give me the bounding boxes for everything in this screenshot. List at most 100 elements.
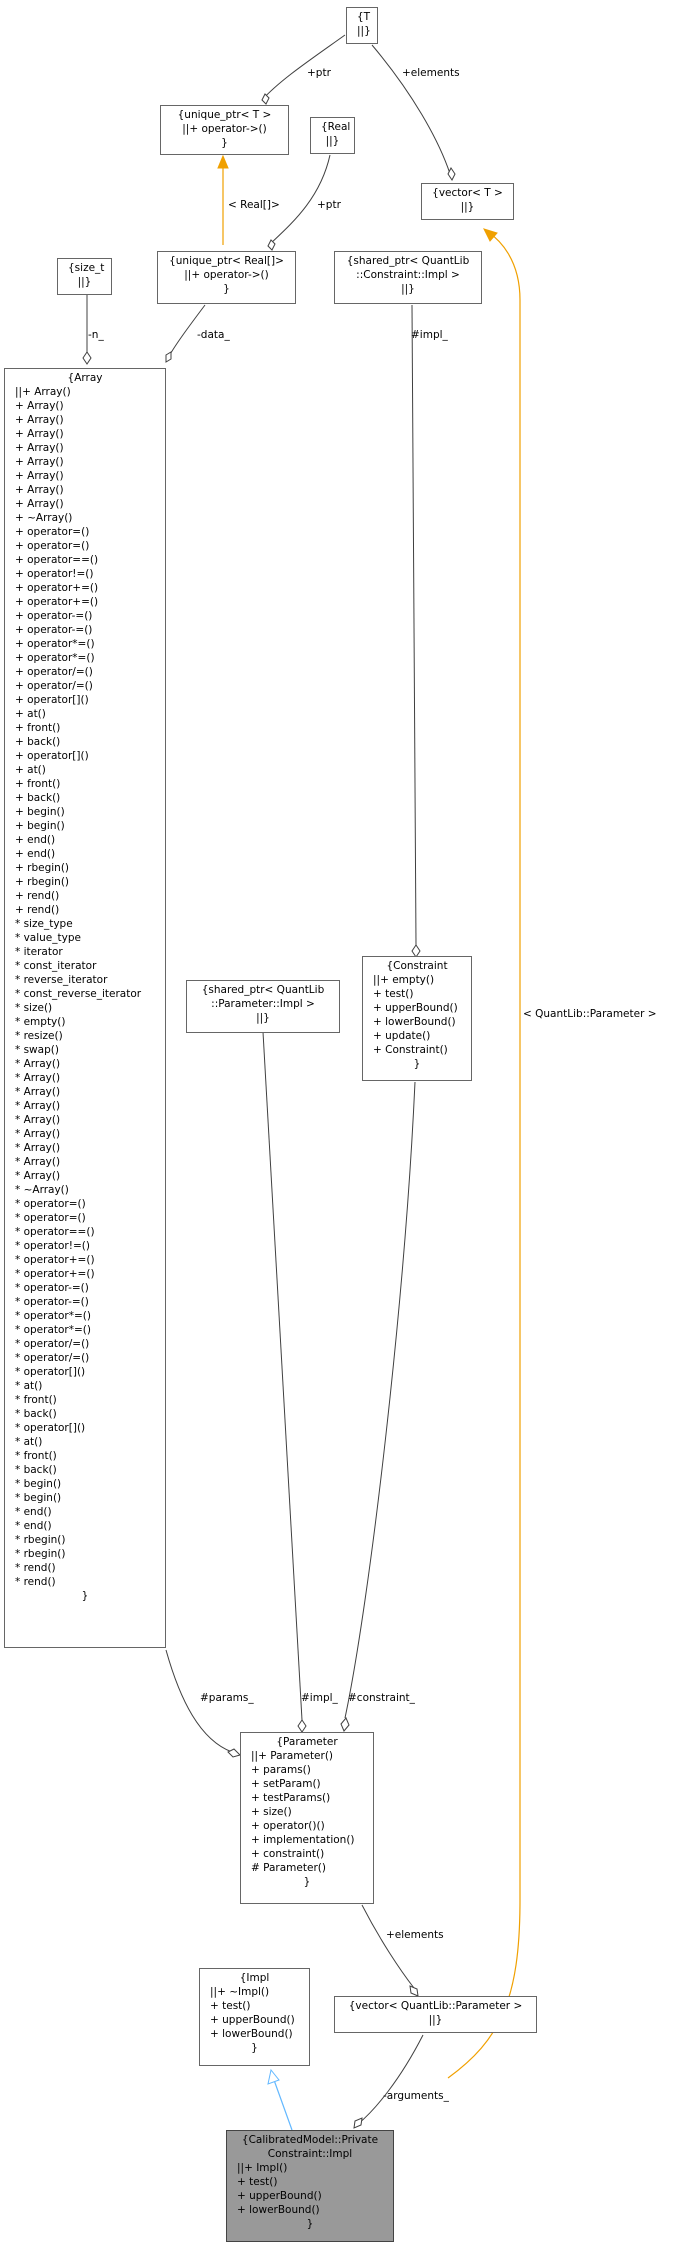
node-size-t[interactable]: {size_t||}: [57, 258, 112, 295]
array-line: + Array(): [15, 498, 64, 510]
array-line: * Array(): [15, 1072, 61, 1084]
array-line: + Array(): [15, 470, 64, 482]
vector-parameter-line: ||}: [428, 2014, 443, 2026]
array-line: * iterator: [15, 946, 63, 958]
array-line: + operator-=(): [15, 624, 93, 636]
diamond-array-data: [165, 351, 172, 363]
edge-real-to-unique-ptr-real: [267, 154, 331, 247]
impl-line: }: [251, 2042, 258, 2054]
edge-template-parameter: [447, 231, 521, 2079]
node-unique-ptr-real[interactable]: {unique_ptr< Real[]> ||+ operator->()}: [157, 251, 296, 304]
array-line: * operator!=(): [15, 1240, 90, 1252]
node-unique-ptr-t[interactable]: {unique_ptr< T >||+ operator->()}: [160, 105, 289, 155]
array-line: + operator==(): [15, 554, 99, 566]
parameter-line: {Parameter: [276, 1736, 338, 1748]
array-line: + front(): [15, 778, 61, 790]
array-line: + front(): [15, 722, 61, 734]
parameter-line: + testParams(): [251, 1792, 331, 1804]
shared-ptr-parameter-impl-line: ::Parameter::Impl >: [211, 998, 315, 1010]
node-vector-parameter[interactable]: {vector< QuantLib::Parameter >||}: [334, 1996, 537, 2033]
array-line: * Array(): [15, 1128, 61, 1140]
array-line: {Array: [67, 372, 103, 384]
constraint-line: + test(): [373, 988, 414, 1000]
array-line: + operator=(): [15, 540, 90, 552]
calibratedmodel-impl-line: + upperBound(): [237, 2190, 322, 2202]
array-line: * operator[](): [15, 1422, 86, 1434]
array-line: + Array(): [15, 442, 64, 454]
label-data: -data_: [197, 329, 230, 341]
node-vector-t[interactable]: {vector< T >||}: [421, 183, 514, 220]
array-line: * operator-=(): [15, 1296, 89, 1308]
array-line: + operator*=(): [15, 652, 95, 664]
array-line: * back(): [15, 1464, 57, 1476]
array-line: * Array(): [15, 1086, 61, 1098]
array-line: * operator+=(): [15, 1254, 95, 1266]
array-line: * rend(): [15, 1576, 56, 1588]
constraint-line: }: [413, 1058, 421, 1070]
label-constraint: #constraint_: [348, 1692, 415, 1704]
array-line: * end(): [15, 1506, 52, 1518]
array-line: * rend(): [15, 1562, 56, 1574]
array-line: * ~Array(): [15, 1184, 69, 1196]
calibratedmodel-impl-line: + lowerBound(): [237, 2204, 320, 2216]
array-line: * Array(): [15, 1156, 61, 1168]
node-shared-ptr-constraint-impl[interactable]: {shared_ptr< QuantLib::Constraint::Impl …: [334, 251, 482, 304]
array-line: * empty(): [15, 1016, 66, 1028]
node-constraint[interactable]: {Constraint||+ empty()+ test()+ upperBou…: [362, 956, 472, 1081]
vector-parameter-line: {vector< QuantLib::Parameter >: [348, 2000, 523, 2012]
label-impl-parameter: #impl_: [301, 1692, 338, 1704]
array-line: + operator-=(): [15, 610, 93, 622]
t-line: {T: [357, 11, 371, 23]
unique-ptr-t-line: ||+ operator->(): [182, 123, 267, 135]
array-line: * at(): [15, 1380, 43, 1392]
array-line: * Array(): [15, 1114, 61, 1126]
array-line: * end(): [15, 1520, 52, 1532]
node-real[interactable]: {Real||}: [310, 117, 355, 154]
array-line: + at(): [15, 708, 46, 720]
array-line: * size(): [15, 1002, 53, 1014]
array-line: + Array(): [15, 414, 64, 426]
shared-ptr-parameter-impl-line: ||}: [256, 1012, 270, 1024]
calibratedmodel-impl-line: }: [306, 2218, 314, 2230]
node-array[interactable]: {Array ||+ Array() + Array() + Array() + Arr…: [4, 368, 166, 1648]
array-line: + operator/=(): [15, 680, 93, 692]
array-line: + operator[](): [15, 694, 89, 706]
diamond-constraint-impl: [411, 944, 421, 958]
array-line: * reverse_iterator: [15, 974, 108, 986]
array-line: * operator/=(): [15, 1338, 90, 1350]
edge-t-to-vector: [371, 44, 453, 181]
array-line: + Array(): [15, 456, 64, 468]
array-line: * resize(): [15, 1030, 63, 1042]
node-impl[interactable]: {Impl||+ ~Impl()+ test()+ upperBound()+ …: [199, 1968, 310, 2066]
array-line: + back(): [15, 736, 61, 748]
shared-ptr-parameter-impl-line: {shared_ptr< QuantLib: [201, 984, 325, 996]
array-line: * Array(): [15, 1058, 61, 1070]
diamond-array-n: [82, 351, 92, 365]
unique-ptr-real-line: {unique_ptr< Real[]>: [169, 255, 284, 267]
unique-ptr-real-line: ||+ operator->(): [184, 269, 269, 281]
node-t[interactable]: {T||}: [346, 7, 378, 44]
array-line: * operator=(): [15, 1212, 86, 1224]
array-line: + rbegin(): [15, 876, 70, 888]
array-line: * const_iterator: [15, 960, 97, 972]
edge-t-to-unique-ptr: [261, 34, 346, 101]
node-shared-ptr-parameter-impl[interactable]: {shared_ptr< QuantLib::Parameter::Impl >…: [186, 980, 340, 1033]
array-line: + ~Array(): [15, 512, 73, 524]
array-line: ||+ Array(): [15, 386, 71, 398]
node-parameter[interactable]: {Parameter||+ Parameter()+ params()+ set…: [240, 1732, 374, 1904]
label-params: #params_: [200, 1692, 254, 1704]
array-line: * size_type: [15, 918, 73, 930]
array-line: * operator=(): [15, 1198, 86, 1210]
array-line: + operator=(): [15, 526, 90, 538]
diamond-impl-arguments: [353, 2117, 363, 2129]
vector-t-line: {vector< T >: [432, 187, 503, 199]
diamond-parameter-params: [227, 1748, 241, 1758]
label-real-arg: < Real[]>: [228, 199, 280, 211]
unique-ptr-real-line: }: [223, 283, 230, 295]
array-line: + operator[](): [15, 750, 89, 762]
array-line: + Array(): [15, 428, 64, 440]
calibratedmodel-impl-line: ||+ Impl(): [237, 2162, 288, 2174]
array-line: * rbegin(): [15, 1548, 66, 1560]
